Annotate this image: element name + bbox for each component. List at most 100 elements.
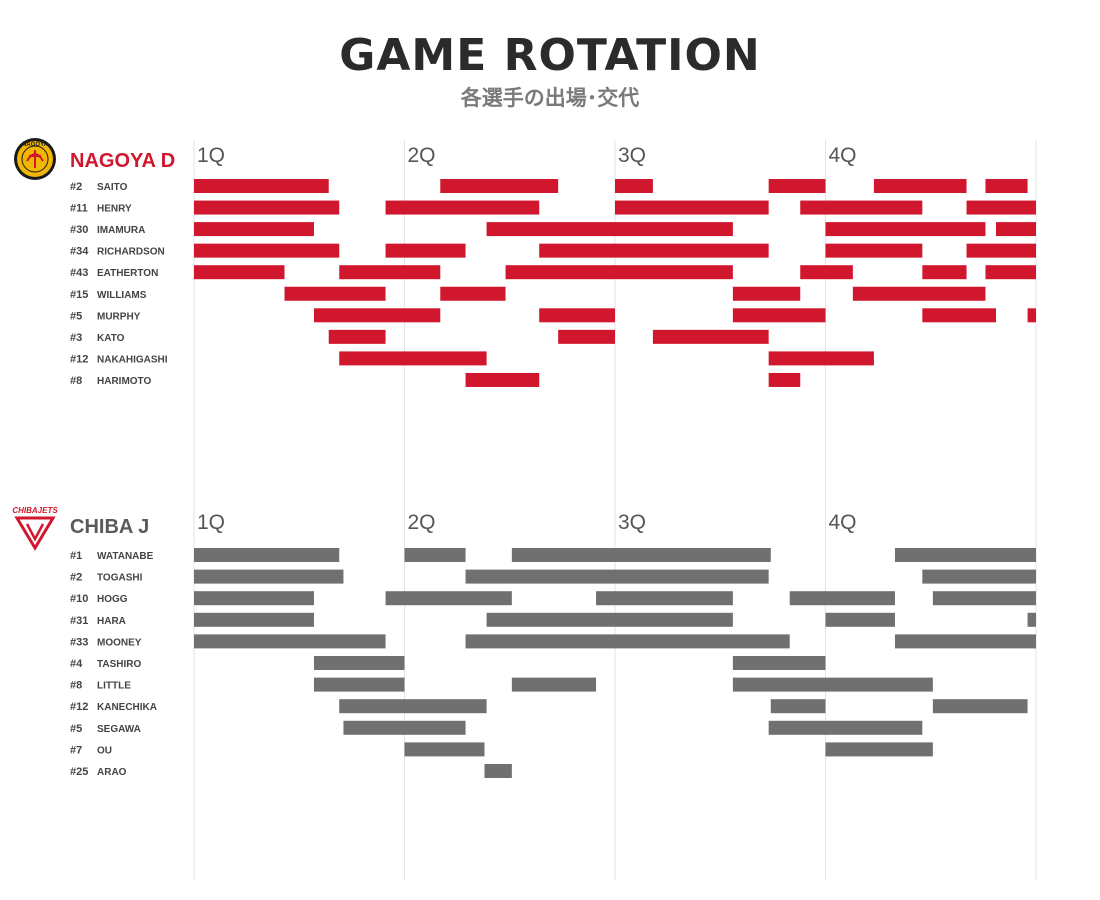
stint-bar [194, 612, 314, 627]
player-number: #11 [70, 203, 88, 215]
stint-bar [194, 591, 314, 606]
team-logo-icon: NAGOYA [14, 138, 56, 180]
player-name: KATO [97, 333, 125, 344]
stint-bar [486, 612, 733, 627]
player-number: #7 [70, 744, 82, 756]
player-name: OU [97, 745, 112, 756]
quarter-label: 4Q [829, 511, 857, 534]
player-number: #25 [70, 766, 88, 778]
stint-bar [194, 200, 340, 215]
player-number: #8 [70, 375, 82, 387]
stint-bar [800, 265, 853, 280]
stint-bar [313, 308, 441, 323]
stint-bar [825, 612, 895, 627]
stint-bar [484, 764, 512, 778]
team-logo-text: NAGOYA [22, 142, 48, 148]
player-name: TOGASHI [97, 573, 143, 584]
stint-bar [732, 286, 801, 301]
stint-bar [825, 742, 933, 757]
team-name: NAGOYA D [70, 150, 175, 172]
player-row: #33 MOONEY [70, 634, 1036, 649]
player-number: #2 [70, 181, 82, 193]
quarter-label: 2Q [408, 511, 436, 534]
stint-bar [404, 548, 466, 562]
stint-bar [768, 372, 801, 387]
stint-bar [768, 351, 874, 366]
player-name: RICHARDSON [97, 247, 165, 258]
stint-bar [894, 634, 1036, 649]
team-name: CHIBA J [70, 516, 149, 538]
stint-bar [800, 200, 923, 215]
stint-bar [511, 548, 771, 562]
stint-bar [385, 200, 540, 215]
team-logo-icon: CHIBAJETS [12, 506, 58, 551]
stint-bar [1027, 308, 1036, 323]
player-name: TASHIRO [97, 659, 141, 670]
stint-bar [339, 699, 487, 714]
player-name: HOGG [97, 594, 128, 605]
stint-bar [596, 591, 733, 606]
stint-bar [922, 569, 1036, 584]
stint-bar [932, 591, 1036, 606]
quarter-label: 4Q [829, 144, 857, 167]
player-name: SEGAWA [97, 724, 141, 735]
stint-bar [313, 677, 405, 692]
stint-bar [852, 286, 986, 301]
page-title: GAME ROTATION [339, 30, 761, 81]
stint-bar [539, 243, 769, 258]
stint-bar [985, 179, 1028, 193]
stint-bar [873, 179, 967, 193]
stint-bar [385, 243, 466, 258]
stint-bar [486, 222, 733, 237]
stint-bar [339, 265, 441, 280]
stint-bar [732, 677, 933, 692]
player-number: #1 [70, 550, 82, 562]
player-row: #25 ARAO [70, 764, 512, 778]
player-number: #3 [70, 332, 82, 344]
player-name: NAKAHIGASHI [97, 354, 168, 365]
stint-bar [284, 286, 386, 301]
stint-bar [194, 179, 329, 193]
player-number: #34 [70, 246, 89, 258]
stint-bar [343, 720, 466, 735]
quarter-label: 3Q [618, 511, 646, 534]
stint-bar [732, 656, 826, 670]
player-row: #3 KATO [70, 329, 769, 344]
stint-bar [932, 699, 1028, 714]
stint-bar [768, 720, 923, 735]
player-row: #2 TOGASHI [70, 569, 1036, 584]
player-name: ARAO [97, 767, 127, 778]
player-row: #4 TASHIRO [70, 656, 826, 670]
player-name: HARIMOTO [97, 376, 151, 387]
player-name: EATHERTON [97, 268, 158, 279]
player-number: #4 [70, 658, 83, 670]
stint-bar [732, 308, 826, 323]
stint-bar [922, 265, 967, 280]
player-number: #12 [70, 701, 88, 713]
player-name: MOONEY [97, 637, 142, 648]
player-number: #2 [70, 572, 82, 584]
stint-bar [1027, 612, 1036, 627]
player-row: #34 RICHARDSON [70, 243, 1036, 258]
stint-bar [328, 329, 386, 344]
stint-bar [440, 179, 559, 193]
player-number: #33 [70, 636, 88, 648]
stint-bar [825, 222, 986, 237]
stint-bar [194, 265, 285, 280]
player-name: HARA [97, 616, 126, 627]
stint-bar [194, 222, 314, 237]
stint-bar [996, 222, 1036, 237]
stint-bar [922, 308, 997, 323]
